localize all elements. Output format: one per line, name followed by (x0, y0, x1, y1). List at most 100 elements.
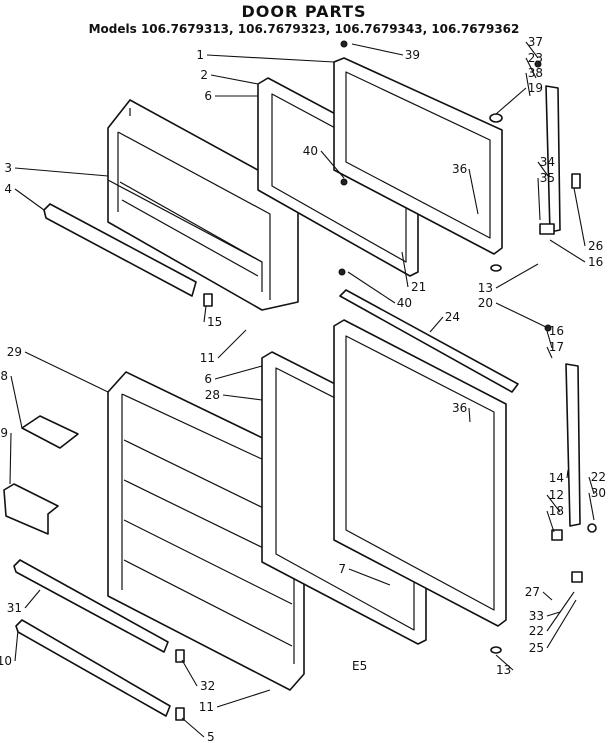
callout-label: 6 (204, 372, 212, 386)
callout-leader-lines (9, 41, 595, 738)
callout-leader-line (347, 271, 396, 304)
callout-leader-line (206, 54, 335, 63)
callout-label: 30 (591, 486, 606, 500)
callout-label: 36 (452, 162, 467, 176)
callout-leader-line (429, 316, 444, 333)
butter-tray (21, 415, 79, 449)
callout-label: 20 (478, 296, 493, 310)
callout-leader-line (537, 177, 541, 221)
callout-label: 14 (549, 471, 564, 485)
callout-label: 24 (445, 310, 460, 324)
callout-label: 31 (7, 601, 22, 615)
callout-label: 13 (478, 281, 493, 295)
callout-label: 27 (525, 585, 540, 599)
callout-label: 16 (588, 255, 603, 269)
callout-leader-line (495, 302, 549, 329)
callout-label: 9 (0, 426, 8, 440)
callout-leader-line (14, 167, 109, 177)
callout-leader-line (348, 568, 391, 586)
callout-label: 33 (529, 609, 544, 623)
callout-label: 1 (196, 48, 204, 62)
callout-label: 10 (0, 654, 12, 668)
callout-label: 5 (207, 730, 215, 743)
callout-label: 23 (528, 51, 543, 65)
callout-leader-line (546, 510, 555, 533)
callout-label: 39 (405, 48, 420, 62)
callout-leader-line (10, 375, 23, 429)
callout-leader-line (495, 87, 527, 115)
callout-leader-line (525, 41, 539, 59)
callout-labels: 1234566789101111121313141516161718192021… (0, 35, 606, 743)
callout-label: 34 (540, 155, 555, 169)
callout-leader-line (351, 43, 404, 56)
callout-label: 25 (529, 641, 544, 655)
callout-leader-line (222, 394, 263, 401)
callout-label: 7 (338, 562, 346, 576)
callout-leader-line (495, 263, 539, 289)
callout-label: 3 (4, 161, 12, 175)
callout-label: 22 (591, 470, 606, 484)
callout-leader-line (546, 591, 575, 632)
callout-leader-line (573, 187, 586, 247)
callout-leader-line (14, 188, 45, 211)
callout-leader-line (525, 72, 531, 97)
callout-label: 40 (397, 296, 412, 310)
callout-leader-line (542, 591, 553, 601)
callout-label: 18 (549, 504, 564, 518)
callout-label: 8 (0, 369, 8, 383)
callout-label: 11 (199, 700, 214, 714)
lower-hinge-bar (565, 363, 581, 527)
callout-leader-line (537, 161, 549, 177)
callout-leader-line (214, 365, 263, 380)
callout-leader-line (588, 492, 595, 521)
callout-label: 4 (4, 182, 12, 196)
callout-label: 22 (529, 624, 544, 638)
door-top-cap (339, 289, 519, 393)
callout-label: 19 (528, 81, 543, 95)
part-drawings (3, 40, 597, 721)
callout-leader-line (210, 74, 259, 85)
freezer-door-panel (333, 57, 503, 255)
freezer-shelf-bar (43, 203, 197, 297)
callout-label: 21 (411, 280, 426, 294)
callout-leader-line (546, 346, 553, 359)
callout-leader-line (217, 329, 247, 359)
callout-leader-line (24, 351, 109, 393)
callout-leader-line (495, 654, 514, 671)
callout-label: 16 (549, 324, 564, 338)
callout-label: 36 (452, 401, 467, 415)
callout-leader-line (549, 239, 586, 263)
callout-label: 40 (303, 144, 318, 158)
diagram-code: E5 (352, 659, 367, 673)
callout-leader-line (546, 494, 561, 513)
callout-leader-line (468, 407, 471, 423)
callout-leader-line (181, 717, 205, 738)
callout-label: 26 (588, 239, 603, 253)
callout-leader-line (203, 305, 207, 323)
callout-leader-line (9, 432, 12, 485)
callout-label: 13 (496, 663, 511, 677)
page-title: DOOR PARTS (241, 2, 367, 21)
callout-leader-line (468, 168, 479, 215)
callout-leader-line (401, 251, 409, 288)
freezer-door-frame (257, 77, 419, 277)
callout-label: 15 (207, 315, 222, 329)
lower-shelf-bar (13, 559, 169, 653)
callout-leader-line (525, 57, 537, 79)
callout-label: 6 (204, 89, 212, 103)
callout-leader-line (216, 689, 271, 708)
callout-label: 17 (549, 340, 564, 354)
callout-leader-line (546, 599, 577, 649)
callout-leader-line (181, 659, 198, 687)
callout-label: 2 (200, 68, 208, 82)
shelf-front (3, 483, 59, 535)
callout-leader-line (14, 629, 19, 662)
callout-label: 12 (549, 488, 564, 502)
callout-label: 11 (200, 351, 215, 365)
callout-leader-line (546, 330, 553, 349)
fresh-food-door-liner (107, 371, 305, 691)
callout-leader-line (320, 150, 345, 179)
upper-hinge-bar (545, 85, 561, 233)
callout-label: 38 (528, 66, 543, 80)
